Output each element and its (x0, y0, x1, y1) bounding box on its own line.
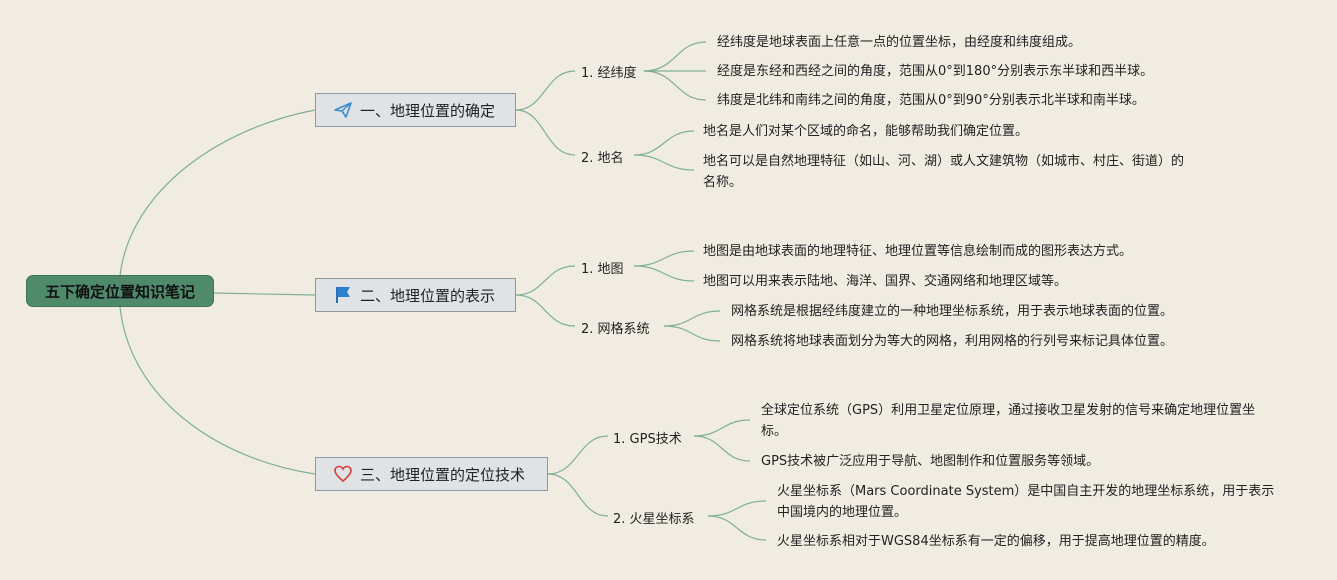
sub-node-latitude-longitude[interactable]: 1. 经纬度 (581, 66, 637, 81)
branch-node-positioning-technology[interactable]: 三、地理位置的定位技术 (315, 457, 548, 491)
leaf-note: 地图可以用来表示陆地、海洋、国界、交通网络和地理区域等。 (703, 274, 1068, 289)
sub-node-mars-coordinates[interactable]: 2. 火星坐标系 (613, 512, 695, 527)
sub-node-grid-system[interactable]: 2. 网格系统 (581, 322, 650, 337)
leaf-note: 地名是人们对某个区域的命名，能够帮助我们确定位置。 (703, 124, 1029, 139)
branch-label: 一、地理位置的确定 (360, 101, 496, 120)
leaf-note: 火星坐标系相对于WGS84坐标系有一定的偏移，用于提高地理位置的精度。 (777, 534, 1215, 549)
leaf-note: 地名可以是自然地理特征（如山、河、湖）或人文建筑物（如城市、村庄、街道）的名称。 (703, 154, 1185, 190)
leaf-note: 网格系统是根据经纬度建立的一种地理坐标系统，用于表示地球表面的位置。 (731, 304, 1174, 319)
branch-label: 三、地理位置的定位技术 (360, 465, 526, 484)
flag-icon (332, 284, 354, 306)
root-node[interactable]: 五下确定位置知识笔记 (26, 275, 214, 307)
sub-node-maps[interactable]: 1. 地图 (581, 262, 624, 277)
leaf-note: 火星坐标系（Mars Coordinate System）是中国自主开发的地理坐… (777, 484, 1275, 520)
leaf-note: 经度是东经和西经之间的角度，范围从0°到180°分别表示东半球和西半球。 (717, 64, 1154, 79)
leaf-note: 全球定位系统（GPS）利用卫星定位原理，通过接收卫星发射的信号来确定地理位置坐标… (761, 403, 1256, 439)
sub-node-place-names[interactable]: 2. 地名 (581, 151, 624, 166)
leaf-note: GPS技术被广泛应用于导航、地图制作和位置服务等领域。 (761, 454, 1100, 469)
paper-plane-icon (332, 99, 354, 121)
branch-label: 二、地理位置的表示 (360, 286, 496, 305)
leaf-note: 地图是由地球表面的地理特征、地理位置等信息绘制而成的图形表达方式。 (703, 244, 1133, 259)
leaf-note: 纬度是北纬和南纬之间的角度，范围从0°到90°分别表示北半球和南半球。 (717, 93, 1145, 108)
leaf-note: 经纬度是地球表面上任意一点的位置坐标，由经度和纬度组成。 (717, 35, 1082, 50)
leaf-note: 网格系统将地球表面划分为等大的网格，利用网格的行列号来标记具体位置。 (731, 334, 1174, 349)
heart-icon (332, 463, 354, 485)
sub-node-gps[interactable]: 1. GPS技术 (613, 432, 682, 447)
branch-node-location-representation[interactable]: 二、地理位置的表示 (315, 278, 516, 312)
root-title: 五下确定位置知识笔记 (44, 282, 195, 301)
branch-node-location-determination[interactable]: 一、地理位置的确定 (315, 93, 516, 127)
